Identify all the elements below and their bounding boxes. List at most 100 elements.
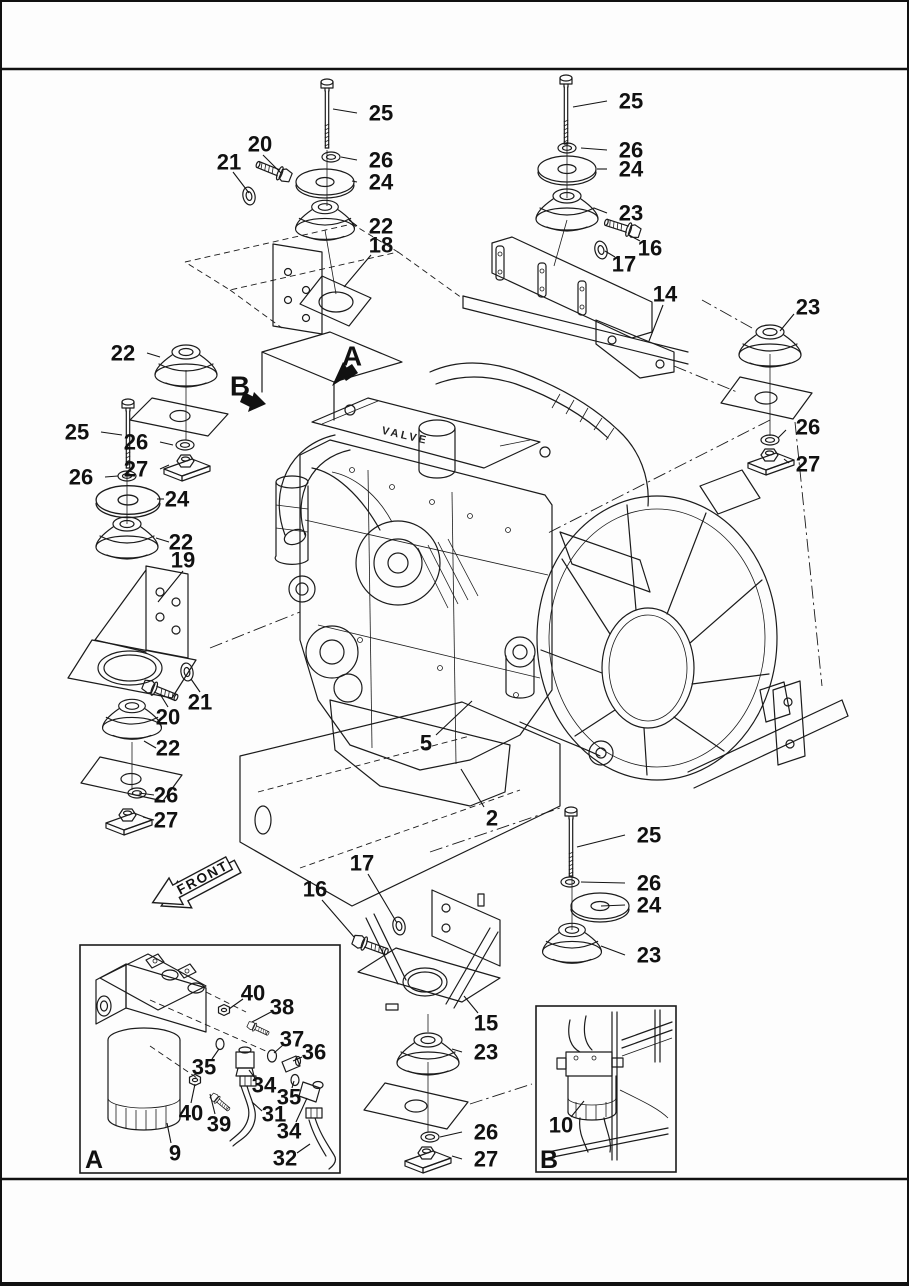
callout-leader-26 [580, 147, 608, 151]
mount-isolators [95, 188, 802, 1076]
exhaust-pipe [274, 434, 351, 565]
callout-leader-27 [142, 816, 155, 821]
callout-leader-2 [460, 768, 485, 808]
callout-leader-26 [104, 475, 119, 478]
callout-leader-40 [228, 998, 244, 1010]
bolt-16-bottom [350, 932, 391, 960]
callout-label-26: 26 [619, 138, 643, 163]
callout-label-23: 23 [796, 295, 820, 320]
callout-label-15: 15 [474, 1011, 498, 1036]
bracket-19 [67, 565, 197, 699]
callout-label-19: 19 [171, 548, 195, 573]
callout-label-26: 26 [69, 465, 93, 490]
callout-leader-23 [451, 1048, 463, 1053]
callout-leader-17 [604, 250, 616, 258]
callout-leader-15 [463, 995, 479, 1014]
callout-leader-25 [100, 431, 123, 436]
callout-leader-9 [166, 1122, 172, 1144]
bracket-15 [357, 889, 501, 1011]
callout-label-35: 35 [192, 1055, 216, 1080]
callout-leader-20 [262, 154, 282, 174]
inset-b-filter [547, 1009, 673, 1161]
callout-leader-23 [600, 945, 626, 956]
shroud-brace [559, 531, 651, 593]
callout-leader-26 [340, 156, 358, 161]
callout-label-24: 24 [165, 487, 190, 512]
callout-label-38: 38 [270, 995, 294, 1020]
callout-leader-32 [296, 1143, 311, 1154]
washer-17-top [592, 239, 610, 261]
callout-label-25: 25 [369, 101, 393, 126]
callout-label-26: 26 [796, 415, 820, 440]
bottom-bar [0, 1282, 909, 1286]
callout-label-16: 16 [638, 236, 662, 261]
engine-assembly: VALVE [274, 362, 651, 807]
washer-26 [117, 142, 780, 1143]
fan-blades [540, 504, 770, 776]
inset-b: B [535, 1005, 677, 1174]
callout-label-23: 23 [619, 201, 643, 226]
callout-label-23: 23 [637, 943, 661, 968]
callout-label-26: 26 [637, 871, 661, 896]
oil-pan [329, 699, 511, 807]
hose-ribs [551, 393, 615, 441]
callout-label-39: 39 [207, 1112, 231, 1137]
callout-leader-21 [232, 171, 250, 194]
injection-lines [417, 538, 479, 609]
callout-leader-31 [251, 1101, 263, 1112]
callout-leader-26 [439, 1131, 463, 1138]
callout-leader-34 [295, 1097, 308, 1123]
callout-label-25: 25 [619, 89, 643, 114]
callout-label-32: 32 [273, 1146, 297, 1171]
front-arrow: FRONT [151, 855, 242, 909]
callout-leader-26 [159, 441, 174, 446]
inset-a-label: A [85, 1146, 103, 1174]
callout-leader-16 [321, 899, 355, 938]
intake-hose [429, 362, 619, 431]
callout-leader-26 [138, 792, 155, 796]
callout-leader-22 [143, 740, 157, 749]
callout-leader-34 [248, 1069, 256, 1079]
callout-leader-22 [348, 219, 358, 227]
callout-leader-37 [273, 1044, 284, 1054]
callout-leader-36 [292, 1056, 303, 1062]
inset-b-box [535, 1005, 677, 1173]
view-arrow-a: A [332, 341, 362, 386]
callout-label-27: 27 [124, 457, 148, 482]
callout-label-21: 21 [217, 150, 241, 175]
engine-block [299, 439, 553, 771]
callout-label-2: 2 [486, 806, 498, 831]
callout-label-14: 14 [653, 282, 678, 307]
callout-label-34: 34 [277, 1119, 302, 1144]
callout-leader-26 [777, 429, 787, 439]
callout-label-27: 27 [154, 808, 178, 833]
callout-label-26: 26 [124, 430, 148, 455]
callout-label-40: 40 [179, 1101, 203, 1126]
callout-leader-14 [648, 304, 664, 342]
bracket-18 [272, 243, 372, 335]
callout-label-22: 22 [156, 736, 180, 761]
washer-17-bottom [390, 915, 408, 937]
inset-a: A [79, 944, 341, 1174]
callout-label-36: 36 [302, 1040, 326, 1065]
callout-leader-24 [351, 180, 358, 183]
breather-canister [418, 419, 456, 479]
callout-label-21: 21 [188, 690, 212, 715]
callout-leader-25 [332, 108, 358, 114]
callout-leader-27 [159, 464, 170, 470]
view-arrow-b: B [230, 371, 266, 412]
callout-label-17: 17 [350, 851, 374, 876]
callout-label-10: 10 [549, 1113, 573, 1138]
callout-label-24: 24 [619, 157, 644, 182]
callout-leader-21 [190, 678, 201, 693]
callout-leader-20 [159, 693, 169, 708]
callout-label-40: 40 [241, 981, 265, 1006]
callout-leader-39 [209, 1093, 216, 1115]
callout-label-25: 25 [65, 420, 89, 445]
callout-label-25: 25 [637, 823, 661, 848]
bolt-25-top-left [320, 78, 334, 149]
callout-label-20: 20 [248, 132, 272, 157]
callout-leader-40 [190, 1083, 196, 1104]
callout-leader-35 [211, 1048, 220, 1060]
